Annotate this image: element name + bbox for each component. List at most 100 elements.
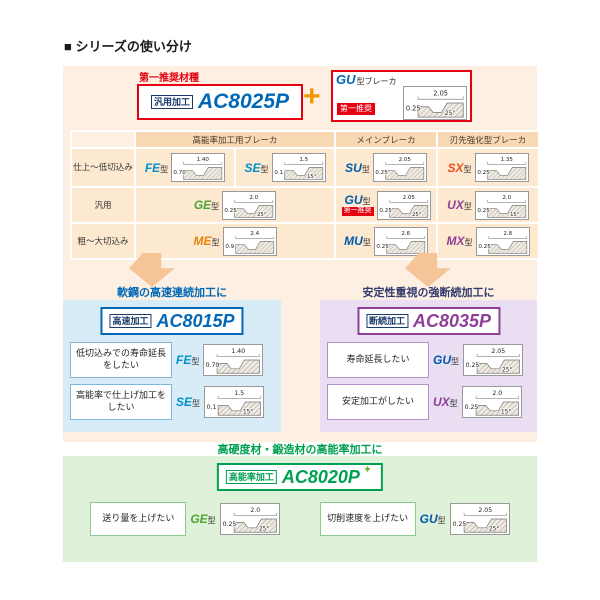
table-col-header-efficiency: 高能率加工用ブレーカ (136, 132, 334, 147)
svg-text:1.35: 1.35 (500, 157, 513, 163)
svg-text:1.40: 1.40 (197, 157, 210, 163)
sparkle-icon: ✦ (362, 463, 373, 476)
use-case-text: 送り量を上げたい (90, 502, 187, 536)
insert-profile-diagram: 2.0 0.25 25° (222, 190, 277, 220)
svg-text:0.9: 0.9 (225, 243, 234, 249)
svg-text:25°: 25° (502, 367, 512, 373)
right-grade-box: 断続加工 AC8035P (356, 307, 501, 335)
insert-profile-diagram: 1.35 0.25 (474, 153, 529, 182)
table-col-header-main: メインブレーカ (336, 132, 436, 147)
svg-text:0.25: 0.25 (477, 170, 490, 176)
svg-text:0.1: 0.1 (274, 170, 283, 176)
svg-text:25°: 25° (259, 526, 269, 532)
first-recommend-badge: 第一推奨 (337, 103, 375, 115)
insert-profile-diagram: 1.50.115° (271, 153, 326, 182)
svg-text:2.0: 2.0 (492, 390, 502, 397)
plus-sign: + (303, 80, 321, 113)
bottom-panel-title: 高硬度材・鍛造材の高能率加工に (217, 444, 383, 456)
table-row-header-finishing: 仕上～低切込み (72, 149, 134, 186)
page-title: ■ シリーズの使い分け (64, 39, 192, 54)
svg-text:2.05: 2.05 (491, 348, 505, 355)
first-recommend-badge: 第一推奨 (341, 207, 374, 216)
svg-text:15°: 15° (510, 211, 520, 217)
svg-text:2.05: 2.05 (478, 507, 492, 514)
svg-text:0.25: 0.25 (477, 207, 490, 213)
top-grade-box: 汎用加工 AC8025P (137, 84, 303, 120)
svg-text:2.0: 2.0 (250, 507, 260, 514)
svg-text:0.25: 0.25 (375, 170, 388, 176)
insert-profile-diagram: 1.400.70 (171, 153, 226, 182)
right-grade-chip: 断続加工 (365, 313, 408, 329)
top-grade-chip: 汎用加工 (150, 94, 193, 110)
svg-text:2.4: 2.4 (250, 231, 259, 237)
svg-text:0.25: 0.25 (464, 404, 478, 411)
right-panel-title: 安定性重視の強断続加工に (362, 287, 495, 299)
insert-profile-diagram: 2.05 0.25 25° (403, 86, 467, 120)
table-row-header-general: 汎用 (72, 188, 134, 222)
svg-text:15°: 15° (243, 409, 253, 415)
breaker-type-code: GU (336, 72, 356, 87)
svg-text:25°: 25° (489, 526, 499, 532)
svg-text:2.6: 2.6 (401, 231, 410, 237)
table-row-header-roughing: 粗～大切込み (72, 224, 134, 258)
first-recommend-label: 第一推奨材種 (139, 73, 199, 84)
svg-text:2.05: 2.05 (402, 195, 415, 201)
svg-text:0.25: 0.25 (222, 521, 236, 528)
use-case-text: 安定加工がしたい (327, 384, 429, 420)
svg-text:0.25: 0.25 (452, 521, 466, 528)
insert-profile-diagram: 2.0 0.25 25° (219, 503, 280, 535)
svg-text:0.25: 0.25 (379, 207, 392, 213)
svg-text:2.05: 2.05 (398, 157, 411, 163)
insert-profile-diagram: 2.60.25 (373, 226, 428, 256)
svg-text:2.05: 2.05 (433, 89, 448, 97)
svg-text:25°: 25° (257, 211, 267, 217)
bottom-grade-box: 高能率加工 AC8020P ✦ (216, 463, 384, 491)
svg-text:2.0: 2.0 (502, 195, 511, 201)
breaker-type-suffix: 型ブレーカ (356, 77, 397, 86)
use-case-text: 切削速度を上げたい (319, 502, 416, 536)
svg-text:1.40: 1.40 (232, 348, 246, 355)
insert-profile-diagram: 2.4 0.9 (222, 226, 277, 256)
svg-text:0.25: 0.25 (406, 105, 421, 113)
insert-profile-diagram: 2.05 0.25 25° (449, 503, 510, 535)
top-grade-name: AC8025P (197, 90, 290, 113)
svg-text:2.0: 2.0 (250, 195, 259, 201)
use-case-text: 高能率で仕上げ加工をしたい (70, 384, 172, 420)
use-case-text: 低切込みでの寿命延長をしたい (70, 342, 172, 378)
left-grade-box: 高速加工 AC8015P (100, 307, 244, 335)
svg-text:0.25: 0.25 (225, 207, 238, 213)
